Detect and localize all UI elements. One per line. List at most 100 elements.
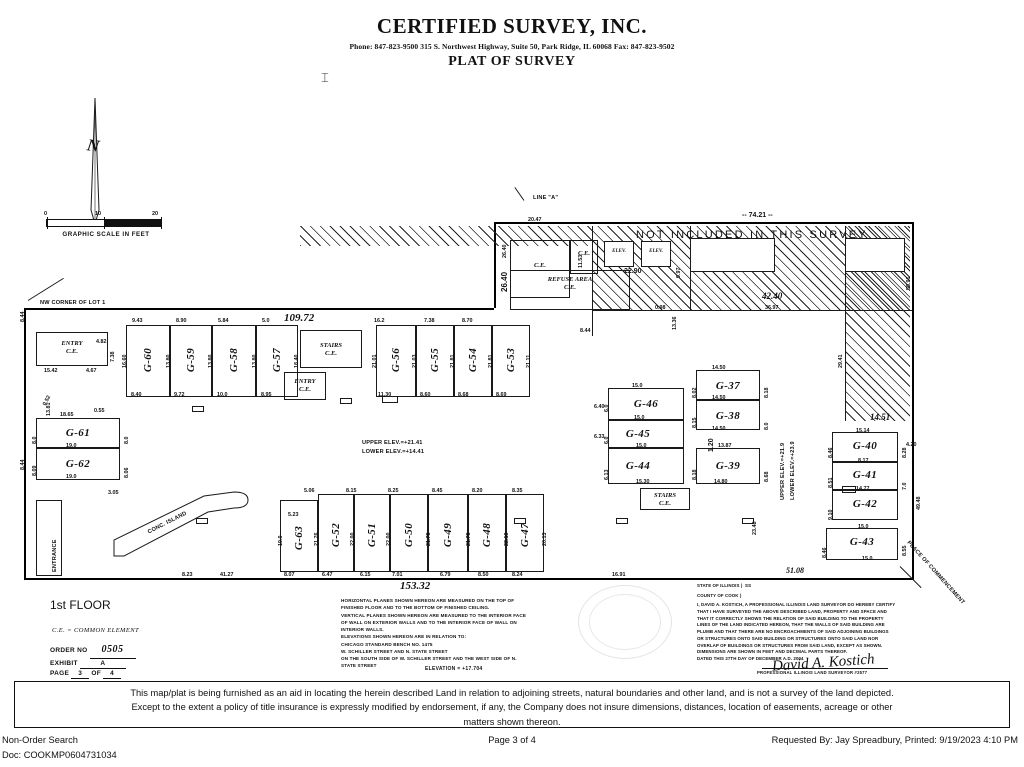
unit-cell-g38 (696, 400, 760, 430)
conc-island-shape (113, 491, 249, 557)
dim-1336: 13.36 (672, 316, 678, 331)
property-line-north-jog-v (494, 222, 496, 308)
ce-room-upper-mid (570, 240, 598, 274)
unit-cell-g44 (608, 448, 684, 484)
dim-4240: 42.40 (762, 291, 783, 301)
dim-807: 8.07 (284, 572, 295, 578)
dim-150d: 15.30 (636, 479, 650, 485)
stairs-room-right (640, 488, 690, 510)
unit-cell-g55 (416, 325, 454, 397)
dim-1480: 14.80 (714, 479, 728, 485)
dim-647: 6.47 (322, 572, 333, 578)
unit-label-g60: G-60 (142, 347, 154, 373)
dim-835: 8.35 (512, 488, 523, 494)
cert-body-3: THAT IT CORRECTLY SHOWS THE RELATION OF … (697, 615, 884, 621)
dim-190c: 19.0 (278, 535, 284, 547)
wall-mark-6 (616, 518, 628, 524)
property-line-south (24, 578, 914, 580)
dim-1387: 13.87 (718, 443, 732, 449)
footer-page-number: Page 3 of 4 (488, 735, 536, 745)
dim-2640-big: 26.40 (500, 271, 509, 292)
dim-584: 5.84 (218, 318, 229, 324)
dim-943: 9.43 (132, 318, 143, 324)
unit-cell-g40 (832, 432, 898, 462)
footer-search-type: Non-Order Search (2, 735, 78, 745)
dim-2210: 22.10 (504, 532, 510, 547)
unit-cell-g43 (826, 528, 898, 560)
dim-895: 8.95 (261, 392, 272, 398)
unit-label-g52: G-52 (330, 522, 342, 548)
dim-2111: 21.11 (526, 354, 532, 368)
unit-label-g61: G-61 (65, 427, 91, 439)
dim-3721: 8.44 (580, 328, 591, 334)
floor-label: 1st FLOOR (50, 598, 111, 612)
cert-body-4: LINES OF THE LAND INDICATED HEREON, THAT… (697, 622, 885, 628)
unit-label-g58: G-58 (228, 347, 240, 373)
north-arrow-icon: N (78, 97, 112, 226)
dim-190b: 19.0 (66, 474, 77, 480)
dim-120: 4.20 (906, 442, 917, 448)
dim-860: 8.60 (420, 392, 431, 398)
page-label: PAGE (50, 669, 70, 677)
note-line-3: VERTICAL PLANES SHOWN HEREON ARE MEASURE… (341, 612, 527, 618)
dim-305: 3.05 (108, 490, 119, 496)
dim-70: 7.0 (902, 482, 908, 491)
graphic-scale-bar (46, 217, 162, 229)
dim-1130: 11.30 (378, 392, 392, 398)
dim-840: 8.40 (131, 392, 142, 398)
dim-870: 8.70 (462, 318, 473, 324)
wall-mark-4 (382, 396, 398, 403)
dim-846: 8.46 (828, 447, 834, 459)
unit-cell-g49 (428, 494, 468, 572)
dim-482: 4.82 (96, 339, 107, 345)
refuse-area-box (510, 270, 630, 310)
dim-701: 7.01 (392, 572, 403, 578)
footer-requested-by: Requested By: Jay Spreadbury, Printed: 9… (771, 735, 1018, 745)
ce-label-upper-left: C.E. (534, 262, 546, 269)
of-label: OF (91, 669, 101, 677)
unit-label-g51: G-51 (366, 522, 378, 548)
dim-818b: 8.18 (764, 387, 770, 399)
unit-cell-g39 (696, 448, 760, 484)
wall-mark-5 (514, 518, 526, 524)
dim-3697: 36.97 (765, 305, 779, 311)
dim-west-top: 8.44 (20, 311, 26, 323)
dim-2101: 21.01 (372, 354, 378, 369)
scale-tick-10: 10 (95, 211, 102, 217)
document-header: CERTIFIED SURVEY, INC. Phone: 847-823-95… (0, 0, 1024, 70)
note-line-10: STATE STREET (341, 663, 377, 669)
dim-613: 6.13 (604, 469, 610, 481)
dim-910: 9.10 (828, 509, 834, 521)
dim-80b: 8.0 (124, 436, 130, 445)
unit-cell-g61 (36, 418, 120, 448)
unit-cell-g59 (170, 325, 212, 397)
dim-615: 6.15 (360, 572, 371, 578)
dim-2181b: 21.81 (488, 354, 494, 369)
note-line-7: CHICAGO STANDARD BENCH NO. 1475 (341, 641, 433, 647)
elevator-label-1: ELEV. (612, 249, 626, 254)
unit-cell-g63 (280, 500, 318, 572)
cert-body-2: THAT I HAVE SURVEYED THE ABOVE DESCRIBED… (697, 609, 887, 615)
dim-4127: 41.27 (220, 572, 234, 578)
not-included-hatch-strip (300, 226, 592, 246)
dim-820: 8.20 (472, 488, 483, 494)
footer-doc-id: Doc: COOKMP0604731034 (2, 750, 117, 760)
dim-506: 5.06 (304, 488, 315, 494)
unit-cell-g53 (492, 325, 530, 397)
wall-inner-v3 (845, 226, 846, 421)
dim-10972: 109.72 (284, 312, 315, 324)
cert-body-9: DATED THIS 27TH DAY OF DECEMBER A.D. 200… (697, 655, 804, 661)
order-label: ORDER NO (50, 647, 88, 654)
dim-west-bottom: 8.44 (20, 459, 26, 471)
unit-label-g37: G-37 (715, 380, 741, 392)
dim-80c: 8.0 (764, 422, 770, 431)
dim-1450b: 14.50 (712, 395, 726, 401)
not-incl-room-a (690, 238, 775, 272)
dim-80a: 8.0 (32, 436, 38, 445)
unit-cell-g45 (608, 420, 684, 448)
dim-150a: 15.0 (632, 383, 643, 389)
